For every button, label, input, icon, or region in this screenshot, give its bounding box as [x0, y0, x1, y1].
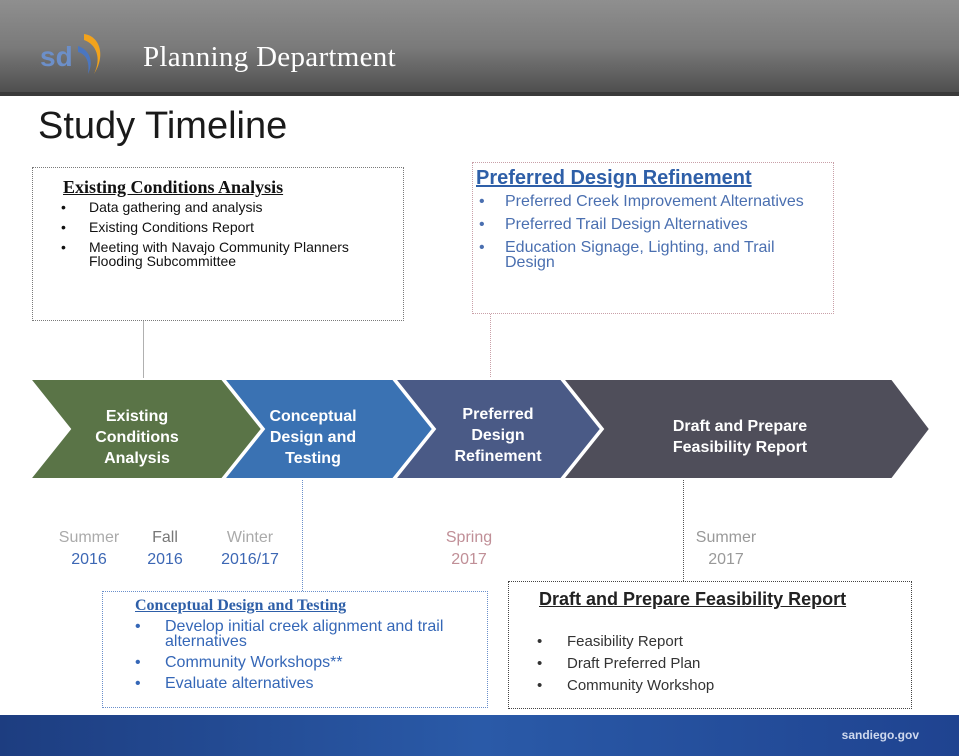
- list-item: Develop initial creek alignment and trai…: [135, 619, 483, 650]
- draft-report-box: Draft and Prepare Feasibility Report Fea…: [508, 581, 912, 709]
- conceptual-design-box: Conceptual Design and Testing Develop in…: [102, 591, 488, 708]
- list-item: Evaluate alternatives: [135, 676, 483, 692]
- conceptual-design-list: Develop initial creek alignment and trai…: [135, 619, 483, 697]
- timeline-arrows: [27, 378, 932, 480]
- connector-existing: [143, 320, 144, 382]
- timeline-segment-conceptual: [221, 378, 435, 480]
- header-bar: [0, 0, 959, 95]
- season-label: Summer: [695, 529, 757, 546]
- timeline-label-conceptual: Conceptual Design and Testing: [269, 408, 357, 467]
- department-name: Planning Department: [143, 41, 396, 73]
- connector-conceptual: [302, 478, 303, 591]
- season-year: 2016: [71, 551, 107, 568]
- connector-preferred: [490, 313, 491, 379]
- list-item: Data gathering and analysis: [61, 200, 391, 214]
- preferred-design-heading: Preferred Design Refinement: [476, 167, 752, 189]
- sdd-logo-icon: sd: [40, 34, 101, 74]
- season-summer-2016: Summer 2016: [44, 527, 134, 571]
- preferred-design-list: Preferred Creek Improvement Alternatives…: [477, 194, 825, 278]
- timeline-segment-draft: [560, 378, 932, 480]
- footer-site-link[interactable]: sandiego.gov: [841, 728, 919, 742]
- connector-draft: [683, 478, 684, 581]
- list-item: Preferred Creek Improvement Alternatives: [477, 194, 825, 210]
- conceptual-design-heading: Conceptual Design and Testing: [135, 597, 347, 614]
- season-fall-2016: Fall 2016: [130, 527, 200, 571]
- draft-report-list: Feasibility Report Draft Preferred Plan …: [533, 634, 893, 700]
- season-year: 2017: [708, 551, 744, 568]
- list-item: Meeting with Navajo Community Planners F…: [61, 240, 391, 268]
- season-label: Spring: [445, 529, 493, 546]
- timeline-label-draft: Draft and Prepare Feasibility Report: [672, 418, 808, 456]
- list-item: Existing Conditions Report: [61, 220, 391, 234]
- season-year: 2016/17: [221, 551, 279, 568]
- list-item: Draft Preferred Plan: [533, 656, 893, 671]
- timeline-label-existing: Existing Conditions Analysis: [95, 408, 179, 467]
- timeline-segment-preferred: [392, 378, 603, 480]
- page-title: Study Timeline: [38, 105, 288, 147]
- season-winter-2016: Winter 2016/17: [200, 527, 300, 571]
- existing-conditions-list: Data gathering and analysis Existing Con…: [61, 200, 391, 274]
- season-label: Winter: [226, 529, 274, 546]
- existing-conditions-box: Existing Conditions Analysis Data gather…: [32, 167, 404, 321]
- existing-conditions-heading: Existing Conditions Analysis: [63, 177, 284, 197]
- list-item: Feasibility Report: [533, 634, 893, 649]
- timeline-segment-existing: [27, 378, 264, 480]
- list-item: Community Workshop: [533, 678, 893, 693]
- season-label: Summer: [58, 529, 120, 546]
- preferred-design-box: Preferred Design Refinement Preferred Cr…: [472, 162, 834, 314]
- draft-report-heading: Draft and Prepare Feasibility Report: [539, 589, 847, 609]
- season-year: 2017: [451, 551, 487, 568]
- footer-bar: sandiego.gov: [0, 715, 959, 756]
- header-divider: [0, 92, 959, 96]
- list-item: Preferred Trail Design Alternatives: [477, 217, 825, 233]
- list-item: Community Workshops**: [135, 655, 483, 671]
- svg-text:sd: sd: [40, 41, 73, 72]
- list-item: Education Signage, Lighting, and Trail D…: [477, 240, 825, 271]
- season-year: 2016: [147, 551, 183, 568]
- season-spring-2017: Spring 2017: [424, 527, 514, 571]
- season-label: Fall: [152, 529, 178, 546]
- season-summer-2017: Summer 2017: [676, 527, 776, 571]
- timeline-label-preferred: Preferred Design Refinement: [454, 406, 542, 465]
